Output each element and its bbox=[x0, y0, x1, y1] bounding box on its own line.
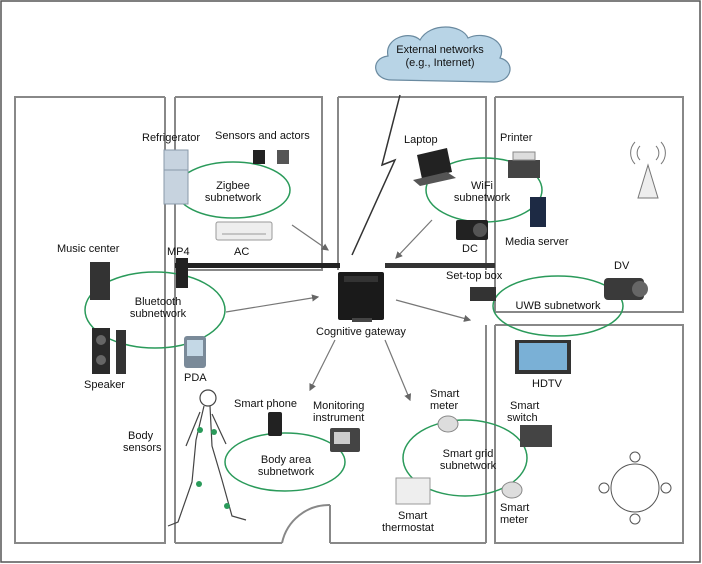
cloud-label-line2: (e.g., Internet) bbox=[405, 57, 475, 69]
cognitive-gateway-icon bbox=[338, 272, 384, 322]
zigbee-title1: Zigbee bbox=[216, 180, 250, 192]
printer-label: Printer bbox=[500, 132, 533, 144]
smart-grid-title1: Smart grid bbox=[442, 448, 494, 460]
digital-camera-icon bbox=[456, 220, 488, 240]
monitoring-label1: Monitoring bbox=[313, 400, 365, 412]
smart-thermostat-label1: Smart bbox=[398, 510, 428, 522]
lightning-bolt-icon bbox=[351, 94, 401, 256]
smart-switch-label2: switch bbox=[507, 412, 538, 424]
media-server-label: Media server bbox=[505, 236, 569, 248]
room-zigbee bbox=[175, 96, 323, 271]
hdtv-icon bbox=[515, 340, 571, 374]
smart-grid-ellipse bbox=[402, 419, 528, 497]
gateway-label: Cognitive gateway bbox=[316, 326, 406, 338]
uwb-ellipse bbox=[492, 275, 624, 337]
room-bottom-right bbox=[494, 324, 684, 544]
sensors-label: Sensors and actors bbox=[215, 130, 310, 142]
cable-right bbox=[385, 263, 495, 268]
dc-label: DC bbox=[462, 243, 478, 255]
refrigerator-label: Refrigerator bbox=[142, 132, 201, 144]
speaker-label: Speaker bbox=[84, 379, 125, 391]
smart-phone-label: Smart phone bbox=[234, 398, 297, 410]
dv-label: DV bbox=[614, 260, 630, 272]
cloud-label-line1: External networks bbox=[396, 44, 484, 56]
smart-meter-top-label2: meter bbox=[430, 400, 459, 412]
speaker-icon bbox=[92, 328, 126, 374]
monitoring-label2: instrument bbox=[313, 412, 365, 424]
floor-plan-walls bbox=[14, 96, 684, 544]
smart-thermostat-label2: thermostat bbox=[382, 522, 434, 534]
ac-label: AC bbox=[234, 246, 250, 258]
gateway-arrows bbox=[225, 219, 472, 402]
room-left bbox=[14, 96, 166, 544]
body-area-ellipse bbox=[224, 432, 346, 492]
walking-person-icon bbox=[167, 389, 247, 527]
room-gateway bbox=[338, 96, 487, 270]
mp4-icon bbox=[176, 258, 188, 288]
bluetooth-title1: Bluetooth bbox=[134, 296, 182, 308]
table-icon bbox=[598, 451, 672, 525]
smart-meter-bottom-label2: meter bbox=[500, 514, 529, 526]
uwb-title: UWB subnetwork bbox=[515, 300, 601, 312]
sensor-icon bbox=[253, 150, 265, 164]
actor-icon bbox=[277, 150, 289, 164]
media-server-icon bbox=[530, 197, 546, 227]
set-top-box-icon bbox=[470, 287, 496, 301]
hdtv-label: HDTV bbox=[532, 378, 562, 390]
body-area-title2: subnetwork bbox=[257, 466, 315, 478]
antenna-icon bbox=[630, 141, 666, 199]
mp4-label: MP4 bbox=[167, 246, 190, 258]
wifi-title2: subnetwork bbox=[453, 192, 511, 204]
smart-switch-label1: Smart bbox=[510, 400, 540, 412]
ac-icon bbox=[215, 221, 273, 241]
external-network-cloud bbox=[375, 26, 511, 83]
pda-label: PDA bbox=[184, 372, 207, 384]
zigbee-title2: subnetwork bbox=[204, 192, 262, 204]
laptop-icon bbox=[413, 148, 456, 186]
smart-meter-top-label1: Smart bbox=[430, 388, 460, 400]
bluetooth-title2: subnetwork bbox=[129, 308, 187, 320]
music-center-icon bbox=[90, 262, 110, 300]
printer-icon bbox=[508, 151, 540, 178]
smart-thermostat-icon bbox=[395, 477, 431, 505]
bluetooth-ellipse bbox=[84, 271, 226, 349]
dv-camera-icon bbox=[604, 278, 648, 300]
smart-phone-icon bbox=[268, 412, 282, 436]
pda-icon bbox=[184, 336, 206, 368]
monitoring-instrument-icon bbox=[330, 428, 360, 452]
body-sensors-label2: sensors bbox=[123, 442, 162, 454]
body-sensor-dots bbox=[196, 427, 230, 509]
smart-meter-bottom-label1: Smart bbox=[500, 502, 530, 514]
room-wifi bbox=[494, 96, 684, 313]
settop-label: Set-top box bbox=[446, 270, 503, 282]
body-sensors-label1: Body bbox=[128, 430, 154, 442]
door-arc bbox=[281, 503, 331, 544]
smart-meter-bottom-icon bbox=[501, 481, 523, 499]
wifi-title1: WiFi bbox=[471, 180, 493, 192]
smart-meter-icon bbox=[437, 415, 459, 433]
cable-left bbox=[175, 263, 340, 268]
refrigerator-icon bbox=[163, 149, 189, 205]
smart-grid-title2: subnetwork bbox=[439, 460, 497, 472]
laptop-label: Laptop bbox=[404, 134, 438, 146]
smart-switch-icon bbox=[520, 425, 552, 447]
body-area-title1: Body area bbox=[260, 454, 312, 466]
music-center-label: Music center bbox=[57, 243, 120, 255]
